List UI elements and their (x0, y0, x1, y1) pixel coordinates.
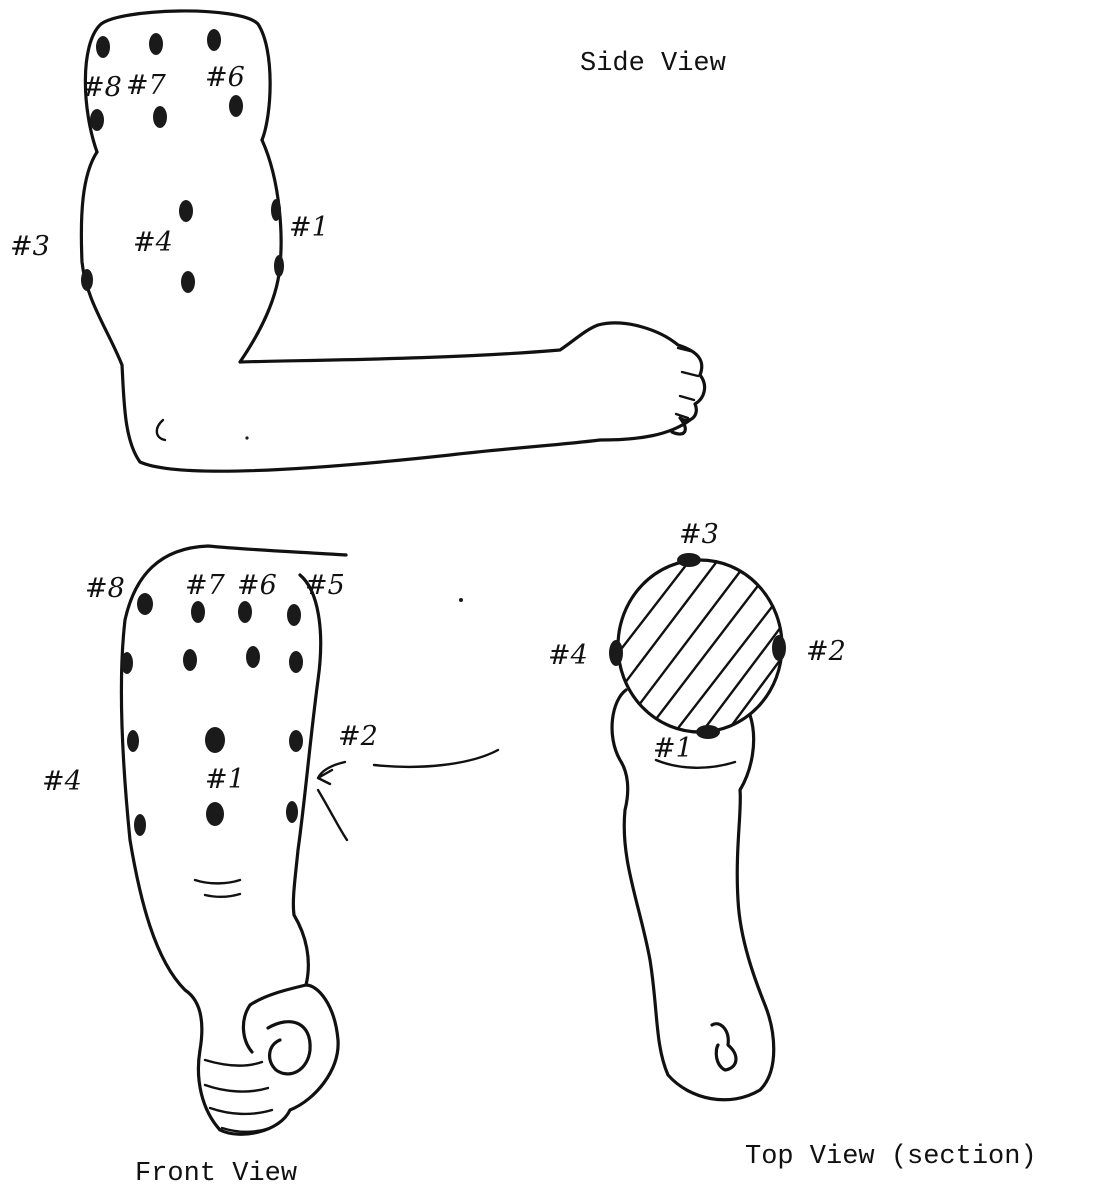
front-view-wrist-creases (195, 880, 240, 897)
front-view-electrode (127, 730, 139, 752)
side-view-label: #4 (133, 227, 173, 258)
side-view-label: #6 (205, 62, 245, 93)
front-view-electrode (206, 802, 224, 826)
stray-mark (245, 436, 248, 439)
front-view-label: #7 (185, 570, 226, 601)
top-view-section-outline (618, 560, 782, 732)
side-view-electrode (90, 109, 104, 131)
top-view-electrode (696, 725, 720, 739)
top-view-electrode (609, 640, 623, 666)
front-view-label: #5 (305, 570, 345, 601)
top-view: Top View (section) #3 #4 #2 #1 (548, 519, 1037, 1172)
front-view-label: #6 (237, 570, 277, 601)
side-view-elbow-crease (157, 420, 165, 440)
side-view-electrode (81, 269, 93, 291)
top-view-title: Top View (section) (745, 1142, 1037, 1172)
front-view: Front View #8 #7 #6 #5 #2 #4 #1 (42, 546, 498, 1189)
side-view-label: #8 (82, 72, 122, 103)
side-view-electrode (229, 95, 243, 117)
top-view-section-hatching (600, 560, 800, 748)
side-view-electrode (274, 255, 284, 277)
front-view-electrode (287, 604, 301, 626)
front-view-electrode (286, 801, 298, 823)
front-view-electrode (289, 651, 303, 673)
front-view-electrode (289, 730, 303, 752)
side-view-label: #1 (289, 212, 329, 243)
front-view-label: #4 (42, 766, 82, 797)
front-view-thumb-outline (268, 1022, 310, 1074)
front-view-finger-lines (205, 1060, 272, 1132)
front-view-electrode (246, 646, 260, 668)
top-view-fist-detail (712, 1024, 736, 1070)
top-view-label: #4 (548, 640, 588, 671)
top-view-label: #3 (679, 519, 719, 550)
side-view-electrode (96, 36, 110, 58)
front-view-electrode (238, 601, 252, 623)
side-view-electrode (153, 106, 167, 128)
front-view-label: #8 (85, 573, 125, 604)
stray-mark (459, 598, 463, 602)
front-view-electrode (137, 593, 153, 615)
front-view-label: #2 (338, 721, 378, 752)
top-view-label: #1 (653, 733, 693, 764)
side-view-arm-outline (81, 152, 690, 471)
front-view-electrode (183, 649, 197, 671)
side-view-electrode (207, 29, 221, 51)
side-view-label: #7 (126, 70, 167, 101)
top-view-electrode (772, 635, 786, 661)
front-view-electrode (191, 601, 205, 623)
front-view-title: Front View (135, 1159, 297, 1189)
side-view-electrode (179, 200, 193, 222)
side-view-electrode (181, 271, 195, 293)
side-view: Side View #8 #7 #6 #3 #4 #1 (10, 11, 726, 471)
front-view-arm-right-outline (293, 575, 320, 985)
top-view-arm-outline (612, 690, 774, 1100)
top-view-label: #2 (806, 636, 846, 667)
front-view-label: #1 (205, 764, 245, 795)
front-view-electrode (134, 814, 146, 836)
front-view-electrode (205, 727, 225, 753)
side-view-electrode (271, 199, 281, 221)
front-view-electrode (121, 652, 133, 674)
side-view-electrode (149, 33, 163, 55)
front-view-pointer-arrow (318, 750, 498, 784)
front-view-arm-outline (121, 546, 346, 1050)
side-view-label: #3 (10, 231, 50, 262)
top-view-electrode (677, 553, 701, 567)
side-view-arm-back-outline (240, 140, 598, 362)
front-view-skin-line (318, 790, 347, 840)
side-view-title: Side View (580, 49, 726, 79)
